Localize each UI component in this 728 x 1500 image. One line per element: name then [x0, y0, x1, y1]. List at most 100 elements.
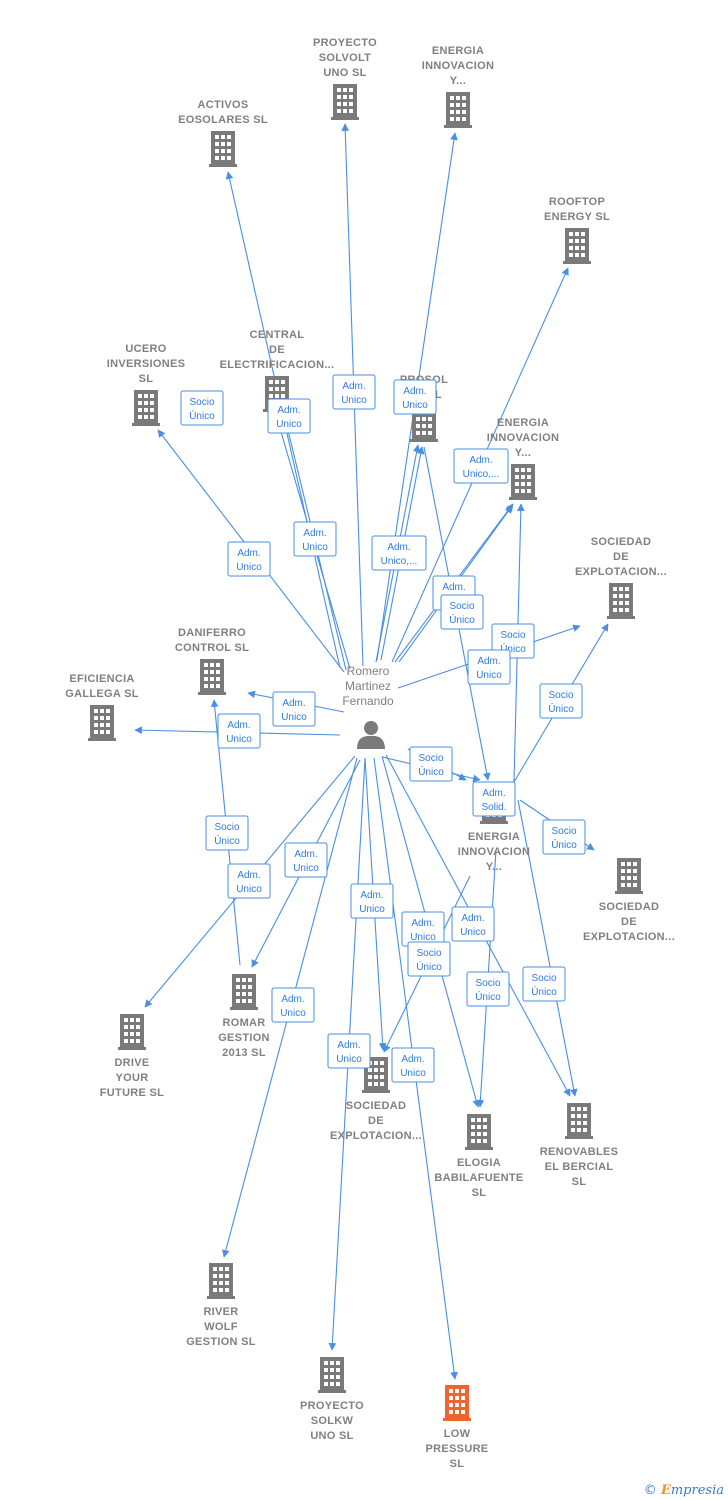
role-text: Adm.	[469, 455, 492, 466]
company-label: EFICIENCIA	[69, 673, 134, 685]
role-box	[466, 971, 510, 1007]
role-box	[271, 987, 315, 1023]
role-text: Único	[189, 409, 215, 422]
role-text: Único	[214, 834, 240, 847]
building-icon	[607, 583, 635, 619]
role-text: Socio	[418, 753, 443, 764]
role-label-6: Adm.Unico	[227, 541, 271, 577]
company-label: Y...	[486, 861, 503, 873]
company-label: BABILAFUENTE	[434, 1172, 523, 1184]
person-name: Romero	[347, 664, 390, 678]
role-text: Único	[475, 990, 501, 1003]
building-icon	[230, 974, 258, 1010]
role-text: Adm.	[401, 1054, 424, 1065]
building-icon	[318, 1357, 346, 1393]
role-text: Socio	[500, 630, 525, 641]
company-label: DE	[269, 344, 285, 356]
company-node-energia-innovacion-1[interactable]: ENERGIAINNOVACIONY...	[422, 45, 494, 128]
role-label-19: Adm. Unico	[284, 842, 328, 878]
role-text: Adm.	[360, 890, 383, 901]
role-text: Adm.	[337, 1040, 360, 1051]
role-box	[440, 594, 484, 630]
company-node-energia-innovacion-2[interactable]: ENERGIAINNOVACIONY...	[487, 417, 559, 500]
role-text: Adm.	[442, 582, 465, 593]
role-label-14: Adm.Unico	[217, 713, 261, 749]
role-text: Único	[416, 960, 442, 973]
edge-28	[517, 799, 578, 1097]
company-label: EL BERCIAL	[545, 1161, 614, 1173]
role-box	[350, 883, 394, 919]
role-text: Adm.	[461, 913, 484, 924]
role-label-13: Adm.Unico	[272, 691, 316, 727]
role-box	[472, 781, 516, 817]
company-node-energia-innovacion-3[interactable]: ENERGIA INNOVACION Y...	[458, 788, 530, 873]
company-label: Y...	[450, 75, 467, 87]
role-box	[332, 374, 376, 410]
company-label: RIVER	[203, 1306, 238, 1318]
role-text: Único	[548, 702, 574, 715]
company-label: DE	[621, 916, 637, 928]
company-label: ENERGIA	[468, 831, 520, 843]
role-text: Único	[449, 613, 475, 626]
company-label: INNOVACION	[458, 846, 530, 858]
company-label: ENERGIA	[432, 45, 484, 57]
company-node-sociedad-explotacion-2[interactable]: SOCIEDADDEEXPLOTACION...	[583, 858, 675, 943]
building-icon	[565, 1103, 593, 1139]
role-text: Unico	[359, 904, 385, 915]
building-icon	[132, 390, 160, 426]
role-text: Unico	[280, 1008, 306, 1019]
company-label: EXPLOTACION...	[575, 566, 667, 578]
company-label: WOLF	[204, 1321, 238, 1333]
role-text: Unico	[302, 542, 328, 553]
company-label: ELECTRIFICACION...	[220, 359, 335, 371]
role-box	[293, 521, 337, 557]
brand-footer: © Empresia	[644, 1483, 724, 1498]
role-label-28: Adm.Unico	[327, 1033, 371, 1069]
building-icon	[209, 131, 237, 167]
role-text: Adm.	[387, 542, 410, 553]
role-label-5: Adm.Unico	[293, 521, 337, 557]
brand-initial: E	[660, 1483, 671, 1498]
role-box	[267, 398, 311, 434]
role-text: Único	[551, 838, 577, 851]
role-text: Unico	[460, 927, 486, 938]
role-text: Adm.	[237, 548, 260, 559]
company-label: INVERSIONES	[107, 358, 186, 370]
company-node-sociedad-explotacion-1[interactable]: SOCIEDADDEEXPLOTACION...	[575, 536, 667, 619]
role-text: Unico	[293, 863, 319, 874]
company-label: EXPLOTACION...	[583, 931, 675, 943]
role-box	[391, 1047, 435, 1083]
role-text: Adm.	[294, 849, 317, 860]
role-text: Adm.	[411, 918, 434, 929]
role-text: Adm.	[342, 381, 365, 392]
company-label: SOLKW	[311, 1415, 354, 1427]
building-icon	[207, 1263, 235, 1299]
role-box	[327, 1033, 371, 1069]
role-box	[180, 390, 224, 426]
company-node-sociedad-explotacion-3[interactable]: SOCIEDADDEEXPLOTACION...	[330, 1057, 422, 1142]
company-node-central-electrificacion[interactable]: CENTRALDEELECTRIFICACION...	[220, 329, 335, 412]
company-label: SL	[472, 1187, 487, 1199]
person-head-icon	[364, 721, 378, 735]
role-text: Unico	[236, 884, 262, 895]
role-label-16: Adm.Solid.	[472, 781, 516, 817]
role-text: Socio	[189, 397, 214, 408]
role-label-4: Adm.Unico,...	[453, 448, 509, 484]
role-text: Adm.	[477, 656, 500, 667]
company-label: EXPLOTACION...	[330, 1130, 422, 1142]
